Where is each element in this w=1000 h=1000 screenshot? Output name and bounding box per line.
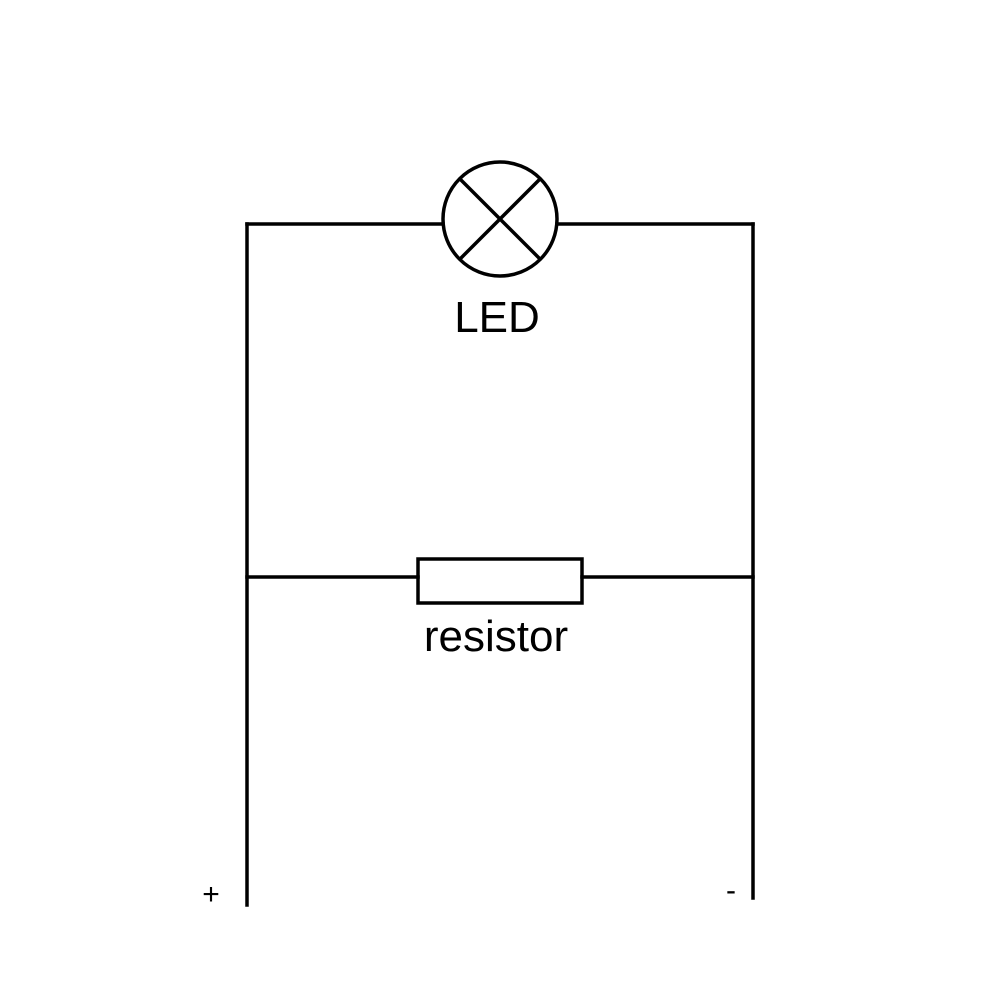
resistor-body <box>416 557 584 605</box>
led-symbol <box>441 160 559 278</box>
led-label: LED <box>454 293 540 342</box>
negative-terminal-label: - <box>726 874 736 907</box>
led-cross-line-2 <box>457 176 543 262</box>
resistor-symbol <box>416 557 584 605</box>
led-circle <box>441 160 559 278</box>
positive-terminal-label: + <box>202 878 220 911</box>
resistor-label: resistor <box>424 612 568 661</box>
wires <box>245 222 755 907</box>
